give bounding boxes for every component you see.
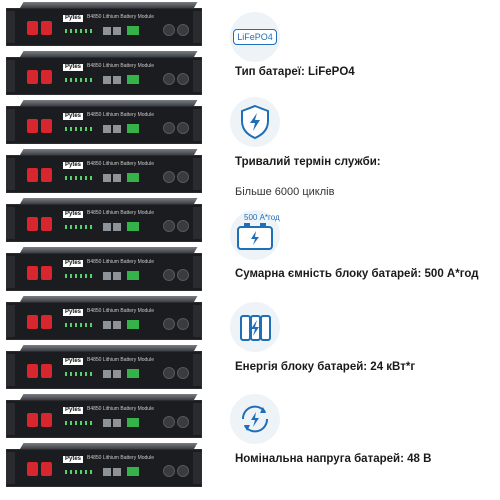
spec-lifespan-detail: Більше 6000 циклів bbox=[235, 186, 335, 198]
battery-stack: Pytes B4850 Lithium Battery Module Pytes… bbox=[0, 0, 205, 500]
energy-cells-icon bbox=[230, 302, 280, 352]
voltage-arrows-icon bbox=[230, 394, 280, 444]
spec-energy: Енергія блоку батарей: 24 кВт*г bbox=[235, 361, 416, 373]
spec-battery-type: Тип батареї: LiFePO4 bbox=[235, 66, 355, 78]
spec-voltage: Номінальна напруга батарей: 48 В bbox=[235, 453, 432, 465]
spec-capacity: Сумарна ємність блоку батарей: 500 А*год bbox=[235, 268, 479, 280]
shield-lightning-icon bbox=[230, 97, 280, 147]
battery-capacity-icon bbox=[230, 210, 280, 260]
module-label: B4850 Lithium Battery Module bbox=[87, 14, 154, 20]
module-brand: Pytes bbox=[63, 15, 84, 22]
battery-module: Pytes B4850 Lithium Battery Module bbox=[6, 2, 202, 46]
capacity-badge: 500 А*год bbox=[244, 213, 280, 222]
spec-lifespan: Тривалий термін служби: bbox=[235, 156, 381, 168]
lifepo4-badge: LiFePO4 bbox=[233, 29, 277, 45]
lifepo4-badge-icon: LiFePO4 bbox=[230, 12, 280, 62]
